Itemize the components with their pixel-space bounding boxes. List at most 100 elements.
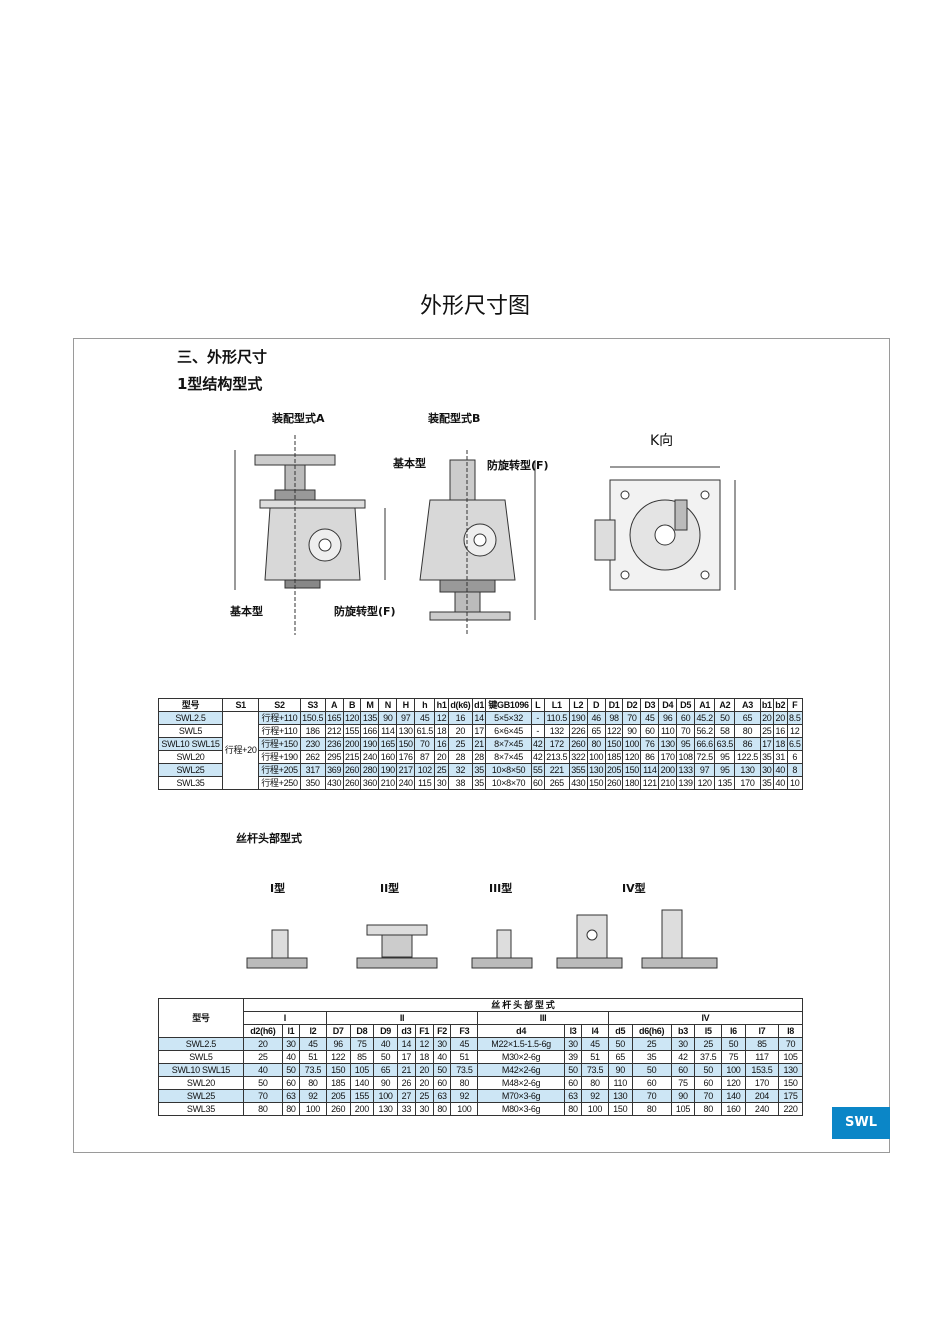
value-cell: 60 — [640, 724, 660, 738]
value-cell: 100 — [586, 750, 606, 764]
value-cell: 25 — [434, 763, 449, 777]
value-cell: 100 — [299, 1102, 327, 1116]
value-cell: 60 — [676, 711, 696, 725]
value-cell: 102 — [414, 763, 436, 777]
value-cell: 76 — [640, 737, 660, 751]
t1-header-cell: D3 — [640, 698, 660, 712]
value-cell: 50 — [281, 1063, 301, 1077]
t2-header-cell: l8 — [778, 1024, 803, 1038]
group-header: II — [325, 1011, 479, 1025]
value-cell: 80 — [586, 737, 606, 751]
value-cell: 12 — [434, 711, 449, 725]
value-cell: 12 — [414, 1037, 434, 1051]
t1-header-cell: B — [342, 698, 362, 712]
value-cell: - — [530, 711, 545, 725]
k-view-label: K向 — [650, 433, 674, 449]
value-cell: 20 — [242, 1037, 283, 1051]
value-cell: M42×2-6g — [477, 1063, 565, 1077]
value-cell: 80 — [242, 1102, 283, 1116]
value-cell: 130 — [373, 1102, 398, 1116]
value-cell: 110 — [607, 1076, 633, 1090]
value-cell: 260 — [342, 763, 362, 777]
value-cell: 58 — [714, 724, 736, 738]
value-cell: 166 — [360, 724, 380, 738]
value-cell: 122 — [325, 1050, 351, 1064]
t1-header-cell: S3 — [299, 698, 326, 712]
s2-cell: 行程+110 — [258, 711, 301, 725]
value-cell: 85 — [349, 1050, 375, 1064]
value-cell: 215 — [342, 750, 362, 764]
value-cell: 21 — [471, 737, 487, 751]
value-cell: 31 — [772, 750, 788, 764]
assembly-b-drawing — [419, 450, 536, 635]
value-cell: 35 — [759, 776, 775, 790]
value-cell: 150 — [778, 1076, 803, 1090]
value-cell: 95 — [676, 737, 696, 751]
t2-header-cell: l6 — [721, 1024, 746, 1038]
value-cell: 51 — [450, 1050, 479, 1064]
t2-header-cell: l2 — [299, 1024, 327, 1038]
value-cell: 240 — [360, 750, 380, 764]
t2-header-cell: l1 — [281, 1024, 301, 1038]
value-cell: 25 — [694, 1037, 723, 1051]
value-cell: 30 — [414, 1102, 434, 1116]
value-cell: 200 — [342, 737, 362, 751]
value-cell: 10×8×50 — [485, 763, 532, 777]
value-cell: 45 — [414, 711, 436, 725]
value-cell: 122 — [604, 724, 624, 738]
t1-header-cell: S2 — [258, 698, 301, 712]
value-cell: 40 — [772, 763, 788, 777]
value-cell: 20 — [414, 1063, 434, 1077]
value-cell: 10×8×70 — [485, 776, 532, 790]
s2-cell: 行程+205 — [258, 763, 301, 777]
value-cell: 5×5×32 — [485, 711, 532, 725]
value-cell: 150 — [622, 763, 642, 777]
value-cell: 130 — [734, 763, 761, 777]
t1-header-cell: b1 — [759, 698, 775, 712]
value-cell: 80 — [581, 1076, 609, 1090]
basic-type-label-a: 基本型 — [230, 605, 263, 618]
group-header: I — [242, 1011, 327, 1025]
value-cell: 360 — [360, 776, 380, 790]
value-cell: 26 — [396, 1076, 416, 1090]
assembly-b-label: 装配型式B — [428, 412, 481, 425]
value-cell: 70 — [694, 1089, 723, 1103]
value-cell: 121 — [640, 776, 660, 790]
value-cell: 60 — [670, 1063, 696, 1077]
value-cell: 110.5 — [543, 711, 570, 725]
value-cell: 70 — [778, 1037, 803, 1051]
value-cell: 30 — [759, 763, 775, 777]
t2-header-cell: d3 — [396, 1024, 416, 1038]
value-cell: 65 — [373, 1063, 398, 1077]
head-type-i-drawing — [246, 929, 308, 969]
model-cell: SWL20 — [158, 750, 223, 764]
value-cell: 70 — [242, 1089, 283, 1103]
value-cell: 42 — [530, 750, 545, 764]
value-cell: 50 — [714, 711, 736, 725]
t2-header-cell: l4 — [581, 1024, 609, 1038]
value-cell: 42 — [670, 1050, 696, 1064]
value-cell: 8 — [786, 763, 803, 777]
t1-header-cell: A2 — [714, 698, 736, 712]
value-cell: 14 — [471, 711, 487, 725]
table2-title: 丝 杆 头 部 型 式 — [242, 998, 804, 1012]
value-cell: 75 — [670, 1076, 696, 1090]
t2-header-cell: D8 — [349, 1024, 375, 1038]
t1-header-cell: b2 — [772, 698, 788, 712]
value-cell: 18 — [772, 737, 788, 751]
value-cell: 73.5 — [450, 1063, 479, 1077]
value-cell: 40 — [373, 1037, 398, 1051]
value-cell: 30 — [563, 1037, 583, 1051]
value-cell: 100 — [373, 1089, 398, 1103]
value-cell: 355 — [568, 763, 588, 777]
value-cell: 204 — [744, 1089, 780, 1103]
value-cell: 96 — [658, 711, 678, 725]
group-header: IV — [607, 1011, 804, 1025]
value-cell: 65 — [607, 1050, 633, 1064]
value-cell: 51 — [581, 1050, 609, 1064]
value-cell: 6×6×45 — [485, 724, 532, 738]
value-cell: 35 — [471, 776, 487, 790]
